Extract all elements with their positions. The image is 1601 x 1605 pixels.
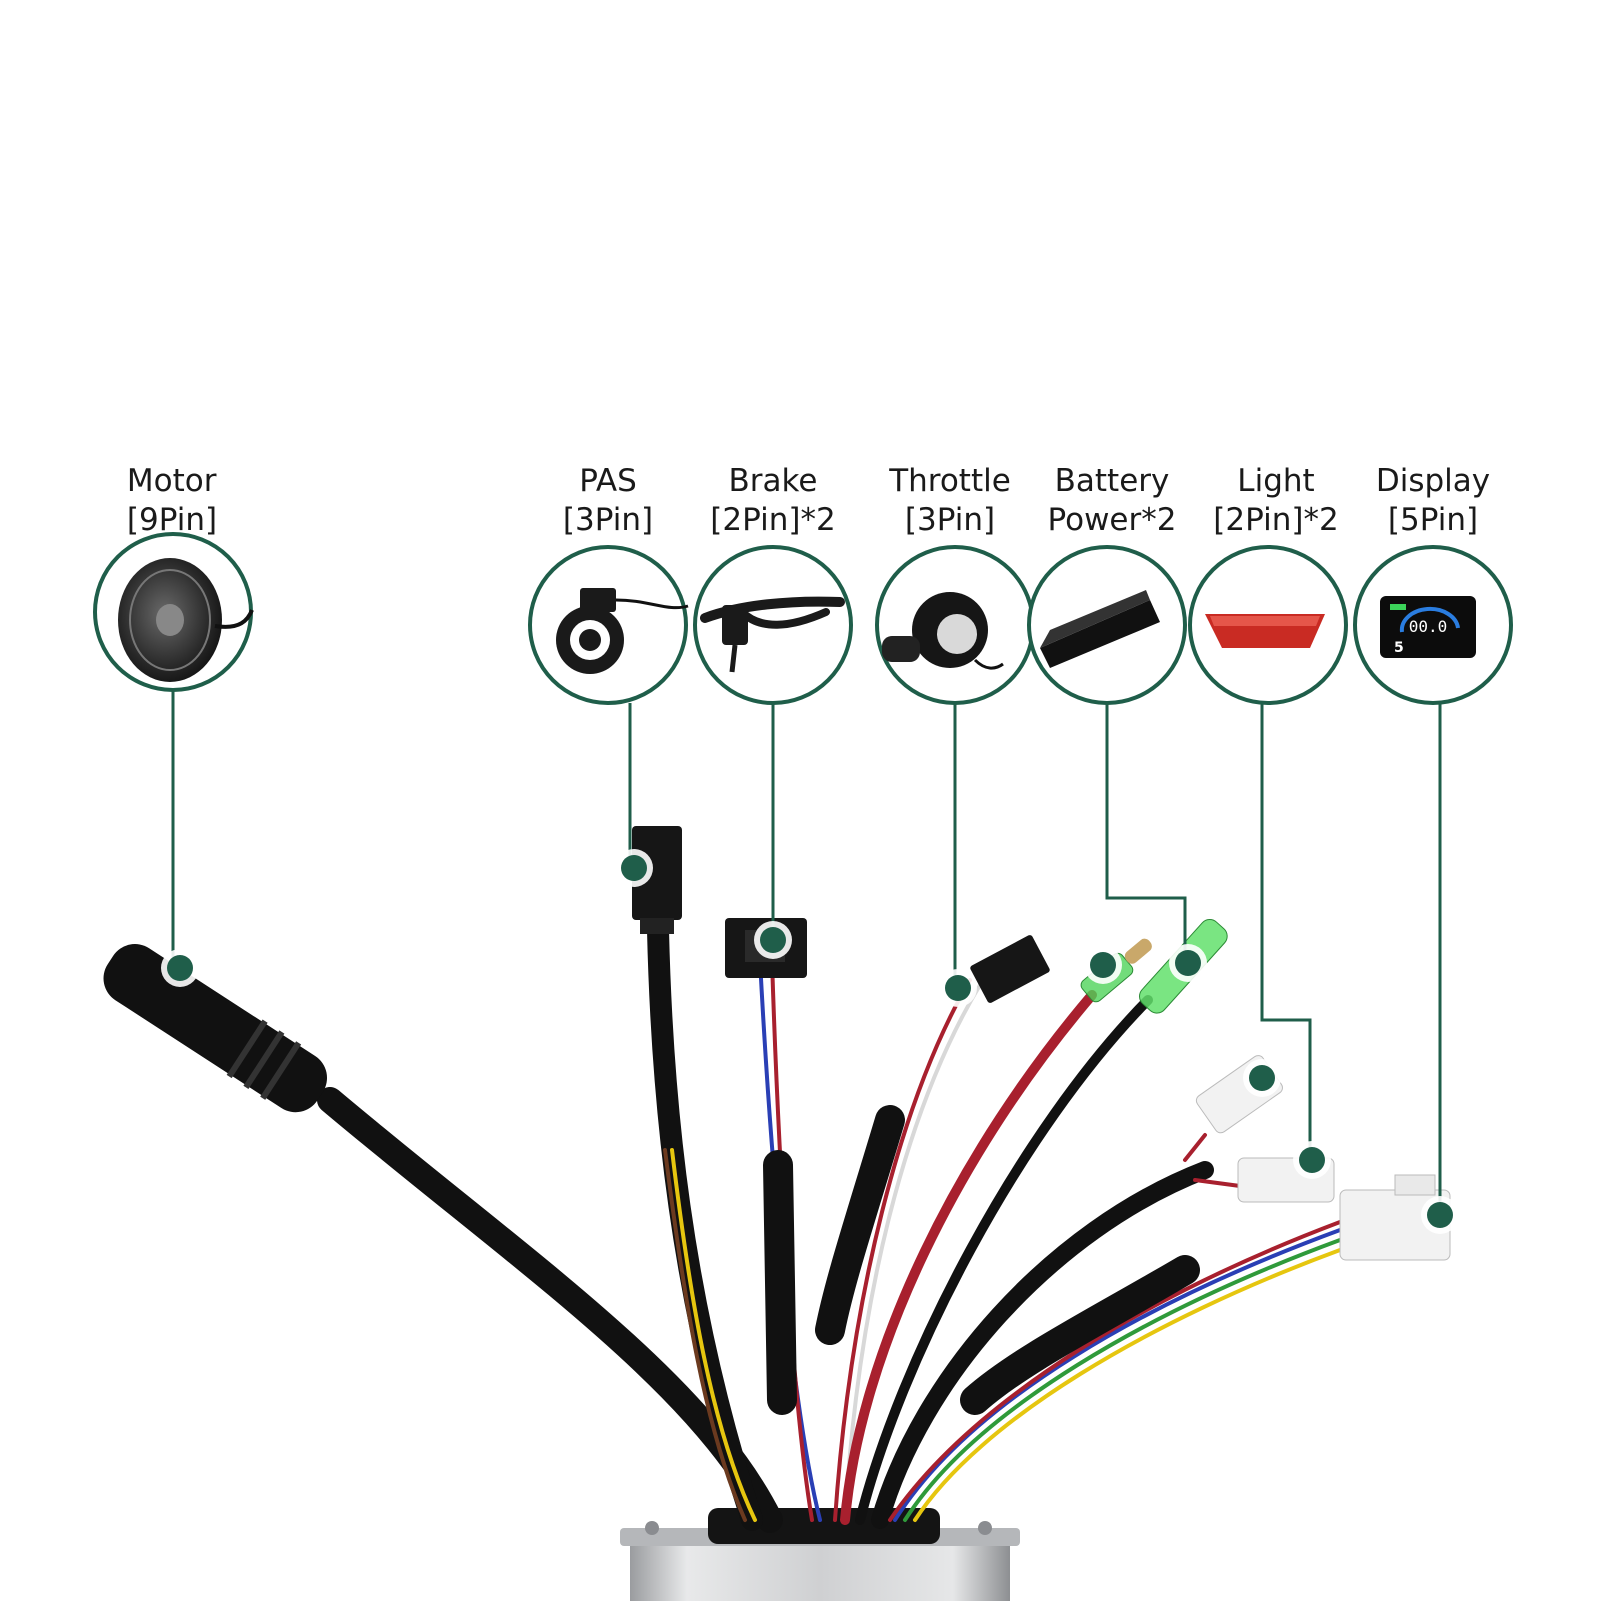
callout-dot-brake-0 bbox=[760, 927, 786, 953]
leader-line-light bbox=[1260, 703, 1312, 1160]
leader-line-battery bbox=[1105, 703, 1187, 962]
callout-lines bbox=[171, 690, 1442, 1212]
label-light-pins: [2Pin]*2 bbox=[1213, 502, 1339, 538]
callout-dot-throttle-0 bbox=[945, 975, 971, 1001]
label-motor-name: Motor bbox=[126, 463, 217, 499]
display-speed-readout: 00.0 bbox=[1409, 617, 1448, 636]
light-wire-2 bbox=[1193, 1178, 1242, 1188]
label-motor-pins: [9Pin] bbox=[126, 502, 218, 538]
label-battery-pins: Power*2 bbox=[1047, 502, 1177, 538]
callout-dot-light-1 bbox=[1299, 1147, 1325, 1173]
brake-lever-icon bbox=[700, 596, 845, 673]
pas-sensor-icon bbox=[556, 588, 689, 674]
label-motor: Motor[9Pin] bbox=[127, 462, 217, 540]
label-throttle: Throttle[3Pin] bbox=[889, 462, 1011, 540]
label-brake-pins: [2Pin]*2 bbox=[710, 502, 836, 538]
hub-motor-icon bbox=[118, 558, 254, 682]
callout-dot-battery-0 bbox=[1090, 952, 1116, 978]
label-brake: Brake[2Pin]*2 bbox=[710, 462, 835, 540]
label-pas: PAS[3Pin] bbox=[563, 462, 653, 540]
thumb-throttle-icon bbox=[882, 592, 1004, 670]
battery-wire-red bbox=[840, 990, 1097, 1525]
throttle-wire-red bbox=[833, 978, 972, 1522]
light-wire-1 bbox=[1183, 1133, 1207, 1162]
battery-pack-icon bbox=[1040, 590, 1160, 668]
brake-sleeve bbox=[763, 1150, 797, 1415]
label-display-name: Display bbox=[1375, 463, 1491, 499]
screw-icon bbox=[978, 1521, 992, 1535]
callout-dot-battery-1 bbox=[1175, 950, 1201, 976]
label-battery-name: Battery bbox=[1054, 463, 1170, 499]
label-throttle-name: Throttle bbox=[889, 463, 1011, 499]
label-display: Display[5Pin] bbox=[1376, 462, 1490, 540]
display-sleeve bbox=[960, 1255, 1200, 1415]
label-light: Light[2Pin]*2 bbox=[1213, 462, 1338, 540]
light-cable bbox=[871, 1161, 1214, 1529]
display-wire-green bbox=[903, 1238, 1342, 1522]
tail-light-icon bbox=[1205, 614, 1325, 648]
display-plug bbox=[1339, 1174, 1451, 1261]
pas-wire-yellow bbox=[670, 1148, 757, 1522]
callout-dot-light-0 bbox=[1249, 1065, 1275, 1091]
battery-wire-black bbox=[855, 995, 1153, 1525]
label-brake-name: Brake bbox=[728, 463, 818, 499]
label-pas-name: PAS bbox=[579, 463, 637, 499]
pas-plug bbox=[632, 826, 682, 934]
lcd-display-icon: 00.0 5 bbox=[1380, 596, 1476, 658]
screw-icon bbox=[645, 1521, 659, 1535]
display-wire-blue bbox=[893, 1228, 1342, 1522]
display-wire-yellow bbox=[913, 1248, 1342, 1522]
controller-box bbox=[620, 1508, 1020, 1605]
label-display-pins: [5Pin] bbox=[1387, 502, 1479, 538]
motor-plug bbox=[103, 944, 328, 1113]
label-throttle-pins: [3Pin] bbox=[904, 502, 996, 538]
throttle-sleeve bbox=[815, 1105, 905, 1345]
label-light-name: Light bbox=[1237, 463, 1315, 499]
label-pas-pins: [3Pin] bbox=[562, 502, 654, 538]
display-level-readout: 5 bbox=[1394, 640, 1404, 656]
callout-dot-display-0 bbox=[1427, 1202, 1453, 1228]
callout-dot-motor-0 bbox=[167, 955, 193, 981]
pas-wire-brown bbox=[663, 1148, 747, 1522]
display-wire-red bbox=[888, 1220, 1342, 1522]
throttle-plug bbox=[970, 935, 1050, 1003]
callout-dot-pas-0 bbox=[621, 855, 647, 881]
throttle-wire-white bbox=[843, 983, 982, 1522]
wire-bundle bbox=[317, 919, 1342, 1533]
